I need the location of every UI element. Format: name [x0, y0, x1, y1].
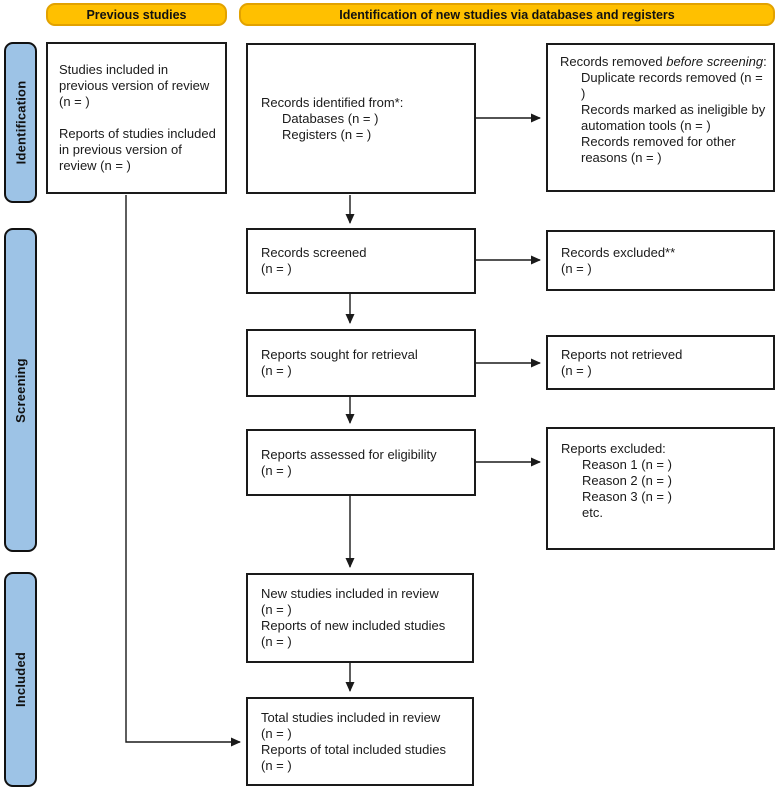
records-removed-title-italic: before screening: [666, 54, 764, 69]
stage-bar-screening: Screening: [4, 228, 37, 552]
box-records-screened: Records screened (n = ): [246, 228, 476, 294]
reports-assessed-line2: (n = ): [261, 462, 292, 478]
header-new-studies: Identification of new studies via databa…: [239, 3, 775, 26]
records-removed-title-suffix: :: [763, 54, 767, 69]
records-identified-item-databases: Databases (n = ): [282, 110, 379, 126]
new-studies-line2: (n = ): [261, 602, 292, 617]
stage-label-screening: Screening: [13, 357, 28, 423]
stage-bar-included: Included: [4, 572, 37, 787]
total-studies-line4: (n = ): [261, 757, 292, 773]
new-studies-line4: (n = ): [261, 634, 292, 649]
records-identified-title: Records identified from*:: [261, 94, 404, 110]
box-new-studies: New studies included in review (n = ) Re…: [246, 573, 474, 663]
stage-label-included: Included: [13, 651, 28, 708]
new-studies-line3: Reports of new included studies: [261, 618, 446, 633]
records-excluded-line2: (n = ): [561, 260, 592, 276]
previous-studies-para1: Studies included in previous version of …: [59, 62, 210, 109]
new-studies-line1: New studies included in review: [261, 586, 439, 601]
reports-excluded-etc: etc.: [582, 505, 603, 520]
total-studies-line2: (n = ): [261, 725, 292, 741]
stage-label-identification: Identification: [13, 80, 29, 165]
box-reports-sought: Reports sought for retrieval (n = ): [246, 329, 476, 397]
reports-excluded-reason3: Reason 3 (n = ): [582, 489, 672, 504]
reports-not-retrieved-line2: (n = ): [561, 362, 592, 378]
box-total-studies: Total studies included in review (n = ) …: [246, 697, 474, 786]
records-removed-item-automation: Records marked as ineligible by automati…: [581, 102, 766, 133]
box-records-excluded: Records excluded** (n = ): [546, 230, 775, 291]
box-records-identified: Records identified from*: Databases (n =…: [246, 43, 476, 194]
reports-sought-line1: Reports sought for retrieval: [261, 347, 418, 362]
previous-studies-para2: Reports of studies included in previous …: [59, 126, 216, 173]
header-new-studies-label: Identification of new studies via databa…: [339, 7, 675, 22]
total-studies-line3: Reports of total included studies: [261, 741, 446, 757]
records-removed-title: Records removed before screening:: [560, 54, 767, 70]
records-removed-item-duplicates: Duplicate records removed (n = ): [581, 70, 763, 101]
box-reports-excluded: Reports excluded: Reason 1 (n = ) Reason…: [546, 427, 775, 550]
total-studies-line1: Total studies included in review: [261, 709, 441, 725]
records-excluded-line1: Records excluded**: [561, 244, 676, 260]
reports-excluded-reason2: Reason 2 (n = ): [582, 473, 672, 488]
box-reports-not-retrieved: Reports not retrieved (n = ): [546, 335, 775, 390]
reports-excluded-reason1: Reason 1 (n = ): [582, 457, 672, 472]
header-previous-studies-label: Previous studies: [86, 7, 187, 22]
box-records-removed: Records removed before screening: Duplic…: [546, 43, 775, 192]
reports-excluded-title: Reports excluded:: [561, 441, 666, 456]
records-identified-item-registers: Registers (n = ): [282, 126, 372, 142]
stage-bar-identification: Identification: [4, 42, 37, 203]
records-screened-line1: Records screened: [261, 245, 367, 260]
box-reports-assessed: Reports assessed for eligibility (n = ): [246, 429, 476, 496]
reports-sought-line2: (n = ): [261, 363, 292, 378]
reports-assessed-line1: Reports assessed for eligibility: [261, 446, 437, 462]
records-removed-title-prefix: Records removed: [560, 54, 667, 69]
header-previous-studies: Previous studies: [46, 3, 227, 26]
reports-not-retrieved-line1: Reports not retrieved: [561, 346, 683, 362]
records-removed-item-other: Records removed for other reasons (n = ): [581, 134, 736, 165]
box-previous-studies: Studies included in previous version of …: [46, 42, 227, 194]
arrow-previous-to-total: [125, 195, 241, 747]
records-screened-line2: (n = ): [261, 261, 292, 276]
